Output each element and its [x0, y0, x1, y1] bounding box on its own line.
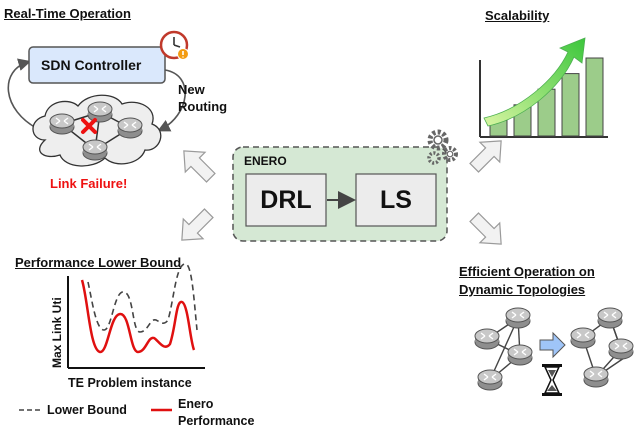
failure-cross-icon — [81, 118, 97, 134]
router-icon — [49, 113, 75, 135]
lower-bound-xlabel: TE Problem instance — [68, 376, 192, 390]
arrow-to-lower-bound — [181, 208, 214, 241]
router-icon — [608, 338, 634, 360]
scalability-bar — [585, 57, 604, 137]
router-icon — [507, 344, 533, 366]
router-icon — [474, 328, 500, 350]
growth-arrow-icon — [483, 37, 586, 127]
clock-icon — [159, 30, 189, 60]
link-failure-label: Link Failure! — [50, 176, 128, 191]
legend-lower-bound-label: Lower Bound — [47, 403, 127, 417]
lower-bound-title: Performance Lower Bound — [15, 255, 182, 270]
arrow-to-scalability — [469, 140, 502, 173]
router-icon — [505, 307, 531, 329]
scalability-bars — [489, 57, 604, 137]
dynamic-title: Efficient Operation on Dynamic Topologie… — [459, 264, 595, 297]
transition-arrow-icon — [539, 331, 566, 359]
gear-icon — [427, 129, 458, 165]
enero-performance-curve — [80, 279, 196, 354]
legend-enero-label: Enero Performance — [178, 397, 255, 428]
loop-arrow-right — [157, 69, 186, 132]
router-icon — [597, 307, 623, 329]
lower-bound-ylabel: Max Link Uti — [50, 297, 64, 368]
router-icon — [477, 369, 503, 391]
sdn-controller-box — [28, 46, 166, 84]
realtime-section — [7, 30, 189, 167]
realtime-title: Real-Time Operation — [4, 6, 131, 21]
diagonal-arrows — [181, 140, 502, 245]
drl-label: DRL — [260, 186, 312, 214]
router-icon — [87, 101, 113, 123]
hourglass-icon — [542, 364, 562, 396]
sdn-controller-label: SDN Controller — [41, 57, 142, 73]
enero-section — [232, 129, 458, 242]
loop-arrow-left — [7, 58, 41, 131]
arrow-to-dynamic — [469, 212, 502, 245]
lower-bound-curve — [87, 263, 198, 333]
ls-label: LS — [380, 186, 412, 214]
drl-box — [245, 173, 327, 227]
scalability-section — [479, 37, 608, 138]
scalability-title: Scalability — [485, 8, 550, 23]
lower-bound-section — [19, 263, 205, 412]
router-icon — [570, 327, 596, 349]
arrow-to-realtime — [183, 150, 216, 183]
router-icon — [82, 139, 108, 161]
ls-box — [355, 173, 437, 227]
enero-title: ENERO — [244, 154, 287, 168]
router-icon — [583, 366, 609, 388]
scalability-bar — [561, 73, 580, 137]
new-routing-label: New Routing — [178, 82, 228, 114]
dynamic-section — [474, 307, 634, 396]
router-icon — [117, 117, 143, 139]
